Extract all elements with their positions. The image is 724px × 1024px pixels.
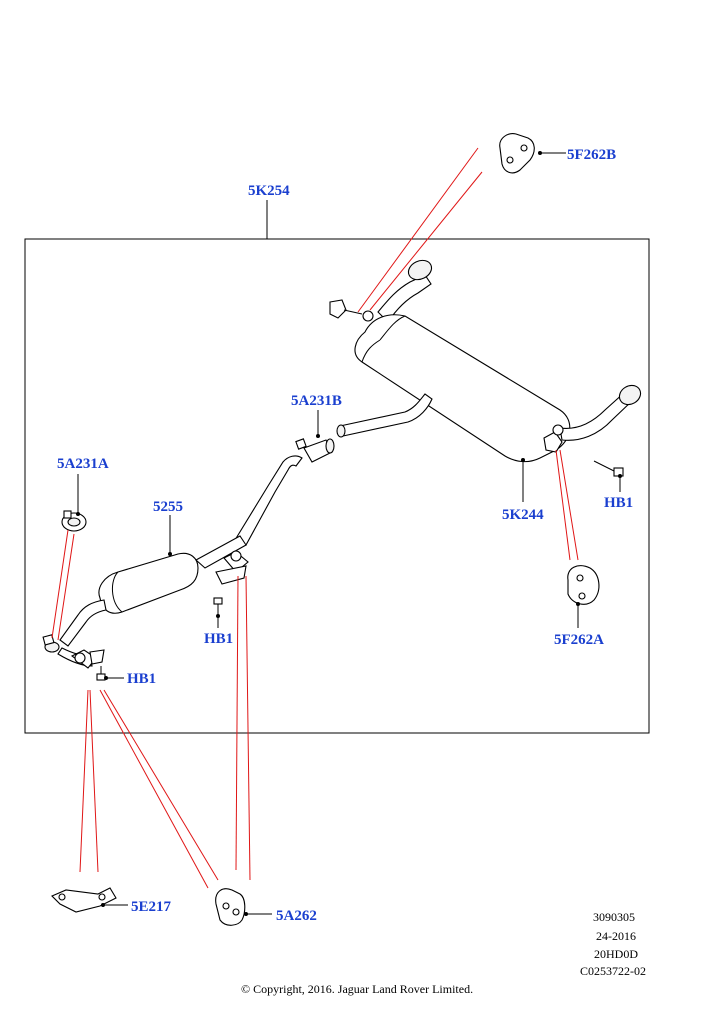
meta-line-2: 24-2016 (596, 929, 636, 943)
assembly-frame (24, 238, 650, 734)
hanger-5A262-mid[interactable] (215, 550, 249, 585)
callout-5A262: 5A262 (276, 908, 317, 924)
callout-HB1-mid: HB1 (204, 631, 233, 647)
clamp-5A231B[interactable] (295, 438, 335, 463)
meta-line-4: C0253722-02 (580, 964, 646, 978)
bolt-HB1-left[interactable] (96, 666, 106, 681)
callout-5255: 5255 (153, 499, 183, 515)
meta-line-3: 20HD0D (594, 947, 638, 961)
bolt-HB1-mid[interactable] (213, 597, 223, 616)
bracket-5E217[interactable] (51, 887, 117, 913)
bolt-HB1-right[interactable] (593, 460, 624, 477)
callout-5K254: 5K254 (248, 183, 290, 199)
meta-line-1: 3090305 (593, 910, 635, 924)
copyright-text: © Copyright, 2016. Jaguar Land Rover Lim… (241, 982, 473, 996)
callout-HB1-left: HB1 (127, 671, 156, 687)
hanger-5F262A[interactable] (567, 565, 600, 605)
callout-5F262A: 5F262A (554, 632, 604, 648)
callout-5A231A: 5A231A (57, 456, 109, 472)
hanger-5F262B[interactable] (499, 133, 535, 174)
callout-5E217: 5E217 (131, 899, 172, 915)
centre-silencer-5255[interactable] (44, 455, 303, 667)
hanger-5A262[interactable] (215, 888, 246, 926)
callout-5K244: 5K244 (502, 507, 544, 523)
callout-5F262B: 5F262B (567, 147, 616, 163)
callout-5A231B: 5A231B (291, 393, 342, 409)
rear-silencer-5K244[interactable] (329, 257, 644, 463)
clamp-5A231A[interactable] (61, 510, 87, 532)
callout-HB1-right: HB1 (604, 495, 633, 511)
intermediate-pipe[interactable] (336, 393, 433, 438)
hanger-5A262-front[interactable] (70, 649, 105, 669)
